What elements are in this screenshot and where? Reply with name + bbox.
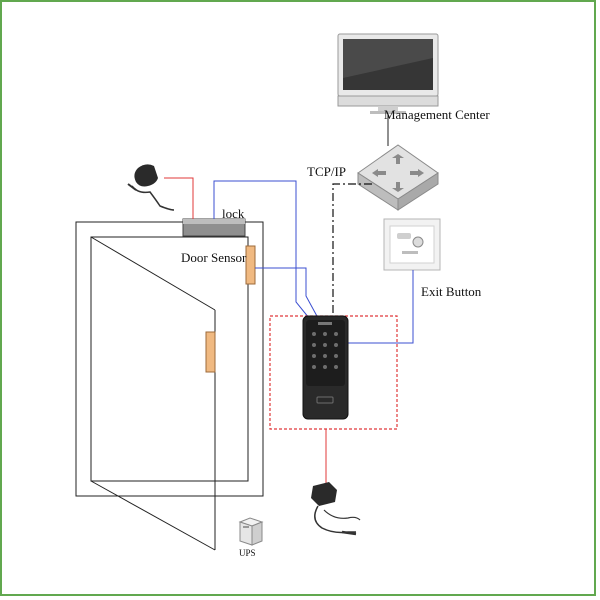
door-sensor-label: Door Sensor [181,250,247,265]
ups-icon [238,517,264,546]
ups-label: UPS [239,548,256,558]
tcp-ip-wire [332,183,372,318]
door-sensor-wire [255,267,319,319]
door-sensor-magnet-icon [205,331,216,373]
lock-power-wire [164,177,194,219]
monitor-icon [337,33,439,114]
exit-button-icon [383,218,441,271]
lock-power-adapter-icon [127,164,175,211]
door-frame [75,221,264,497]
exit-button-label: Exit Button [421,284,482,299]
network-switch-icon [357,144,439,211]
lock-icon [182,218,246,237]
door-sensor-icon [245,245,256,285]
lock-label: lock [222,206,245,221]
reader-power-adapter-icon [311,482,361,536]
access-control-terminal-icon [302,315,349,420]
tcp-ip-label: TCP/IP [307,164,347,179]
lock-signal-wire [213,180,310,319]
exit-button-wire [345,270,414,344]
door-leaf [90,236,216,551]
management-center-label: Management Center [384,107,490,122]
